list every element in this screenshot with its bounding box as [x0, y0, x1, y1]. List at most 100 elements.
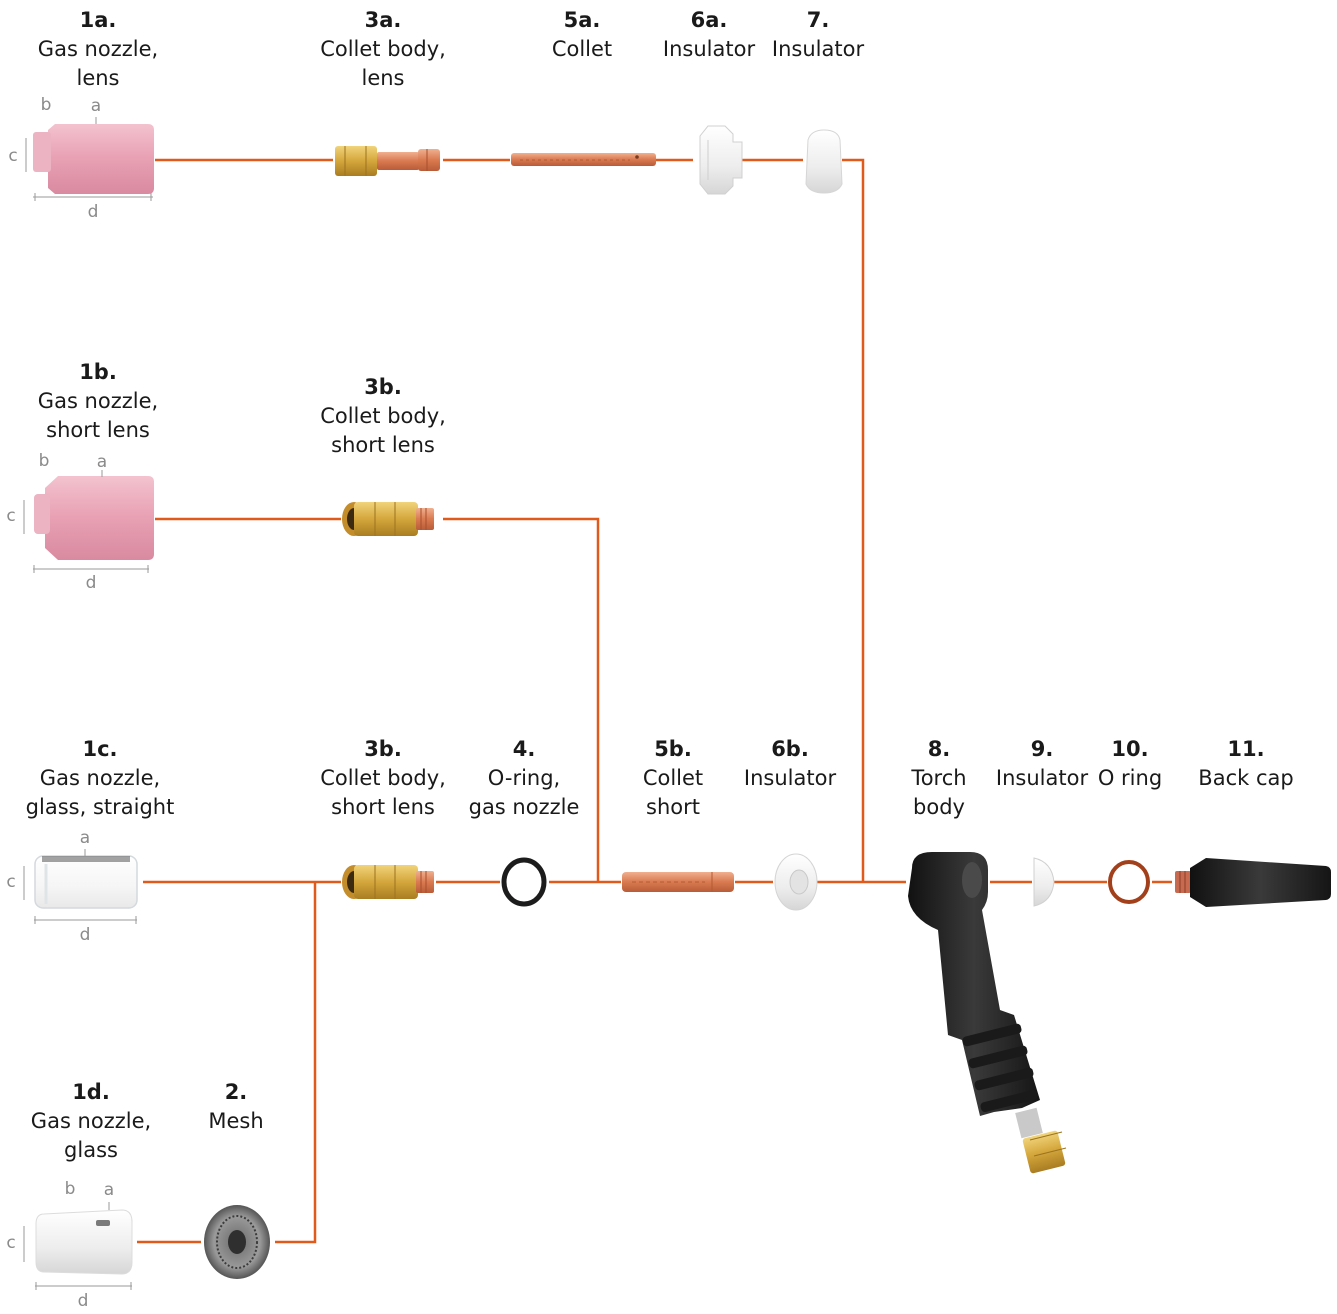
label-2: 2. Mesh — [208, 1078, 263, 1136]
label-4-line1: O-ring, — [487, 766, 561, 790]
label-11-line1: Back cap — [1198, 766, 1294, 790]
label-1d-line2: glass — [64, 1138, 118, 1162]
label-5b-line2: short — [646, 795, 700, 819]
label-6a-number: 6a. — [690, 8, 728, 32]
insulator-6a — [699, 125, 743, 195]
label-9: 9. Insulator — [996, 735, 1088, 793]
gas-nozzle-lens-1a — [25, 117, 154, 201]
label-6b-line1: Insulator — [743, 766, 837, 790]
dim-1a-d: d — [87, 202, 99, 222]
label-1c-line1: Gas nozzle, — [39, 766, 161, 790]
label-8-line2: body — [913, 795, 965, 819]
collet-body-short-lens-3b-lower — [342, 865, 434, 899]
collet-short-5b — [622, 872, 734, 892]
label-3a-number: 3a. — [364, 8, 402, 32]
torch-handle-rings — [962, 1023, 1038, 1113]
label-3b-lower-line1: Collet body, — [320, 766, 446, 790]
dim-1a-a: a — [90, 96, 102, 116]
label-1d: 1d. Gas nozzle, glass — [31, 1078, 151, 1165]
label-5b: 5b. Collet short — [643, 735, 703, 822]
label-1d-number: 1d. — [72, 1080, 110, 1104]
connector-7-down — [842, 158, 865, 882]
dim-1d-b: b — [64, 1179, 76, 1199]
collet-body-lens-3a — [335, 146, 440, 176]
connector-2-up — [275, 882, 317, 1244]
dim-1c-d: d — [79, 925, 91, 945]
label-3a-line1: Collet body, — [320, 37, 446, 61]
label-3a: 3a. Collet body, lens — [320, 6, 446, 93]
label-1b: 1b. Gas nozzle, short lens — [38, 358, 158, 445]
label-8: 8. Torch body — [911, 735, 966, 822]
label-3b-upper-line2: short lens — [331, 433, 435, 457]
dim-1d-c: c — [6, 1233, 16, 1253]
label-6a: 6a. Insulator — [663, 6, 755, 64]
dim-1a-c: c — [8, 146, 18, 166]
torch-body-8 — [908, 852, 1067, 1174]
label-10: 10. O ring — [1098, 735, 1162, 793]
label-1c-line2: glass, straight — [25, 795, 175, 819]
connector-3b-down — [443, 517, 600, 882]
o-ring-gas-nozzle-4 — [501, 857, 547, 907]
label-6b: 6b. Insulator — [744, 735, 836, 793]
dim-1c-c: c — [6, 872, 16, 892]
label-8-line1: Torch — [911, 766, 967, 790]
insulator-9 — [1033, 857, 1055, 907]
label-1c-number: 1c. — [82, 737, 118, 761]
label-3a-line2: lens — [361, 66, 405, 90]
label-1d-line1: Gas nozzle, — [30, 1109, 152, 1133]
label-10-number: 10. — [1111, 737, 1149, 761]
label-1a-number: 1a. — [79, 8, 117, 32]
label-9-number: 9. — [1030, 737, 1054, 761]
label-1b-line1: Gas nozzle, — [37, 389, 159, 413]
label-4-line2: gas nozzle — [468, 795, 580, 819]
label-1c: 1c. Gas nozzle, glass, straight — [26, 735, 175, 822]
label-5a: 5a. Collet — [552, 6, 612, 64]
label-4-number: 4. — [512, 737, 536, 761]
dim-1b-a: a — [96, 452, 108, 472]
dim-1b-b: b — [38, 451, 50, 471]
label-9-line1: Insulator — [995, 766, 1089, 790]
label-5b-line1: Collet — [642, 766, 704, 790]
label-5a-number: 5a. — [563, 8, 601, 32]
label-7: 7. Insulator — [772, 6, 864, 64]
collet-5a — [511, 153, 656, 166]
insulator-6b — [774, 853, 818, 911]
label-5b-number: 5b. — [654, 737, 692, 761]
label-1a-line2: lens — [76, 66, 120, 90]
label-2-number: 2. — [224, 1080, 248, 1104]
dim-1b-c: c — [6, 506, 16, 526]
label-3b-lower-line2: short lens — [331, 795, 435, 819]
label-3b-lower: 3b. Collet body, short lens — [320, 735, 446, 822]
label-2-line1: Mesh — [208, 1109, 264, 1133]
label-3b-upper-line1: Collet body, — [320, 404, 446, 428]
label-6b-number: 6b. — [771, 737, 809, 761]
label-11: 11. Back cap — [1198, 735, 1293, 793]
dim-1d-a: a — [103, 1180, 115, 1200]
dim-1d-d: d — [77, 1291, 89, 1311]
label-1b-line2: short lens — [46, 418, 150, 442]
label-7-line1: Insulator — [771, 37, 865, 61]
label-11-number: 11. — [1227, 737, 1265, 761]
mesh-2 — [204, 1205, 270, 1279]
gas-nozzle-short-lens-1b — [23, 470, 154, 573]
label-1a-line1: Gas nozzle, — [37, 37, 159, 61]
o-ring-10 — [1108, 860, 1150, 904]
insulator-7 — [805, 129, 843, 194]
back-cap-11 — [1175, 858, 1331, 907]
label-3b-upper: 3b. Collet body, short lens — [320, 373, 446, 460]
connector-lines — [137, 158, 1172, 1244]
label-1a: 1a. Gas nozzle, lens — [38, 6, 158, 93]
label-6a-line1: Insulator — [662, 37, 756, 61]
label-3b-lower-number: 3b. — [364, 737, 402, 761]
label-7-number: 7. — [806, 8, 830, 32]
label-4: 4. O-ring, gas nozzle — [469, 735, 580, 822]
label-8-number: 8. — [927, 737, 951, 761]
label-5a-line1: Collet — [551, 37, 613, 61]
label-10-line1: O ring — [1097, 766, 1163, 790]
label-1b-number: 1b. — [79, 360, 117, 384]
dim-1c-a: a — [79, 828, 91, 848]
dim-1a-b: b — [40, 95, 52, 115]
gas-nozzle-glass-straight-1c — [23, 849, 138, 924]
